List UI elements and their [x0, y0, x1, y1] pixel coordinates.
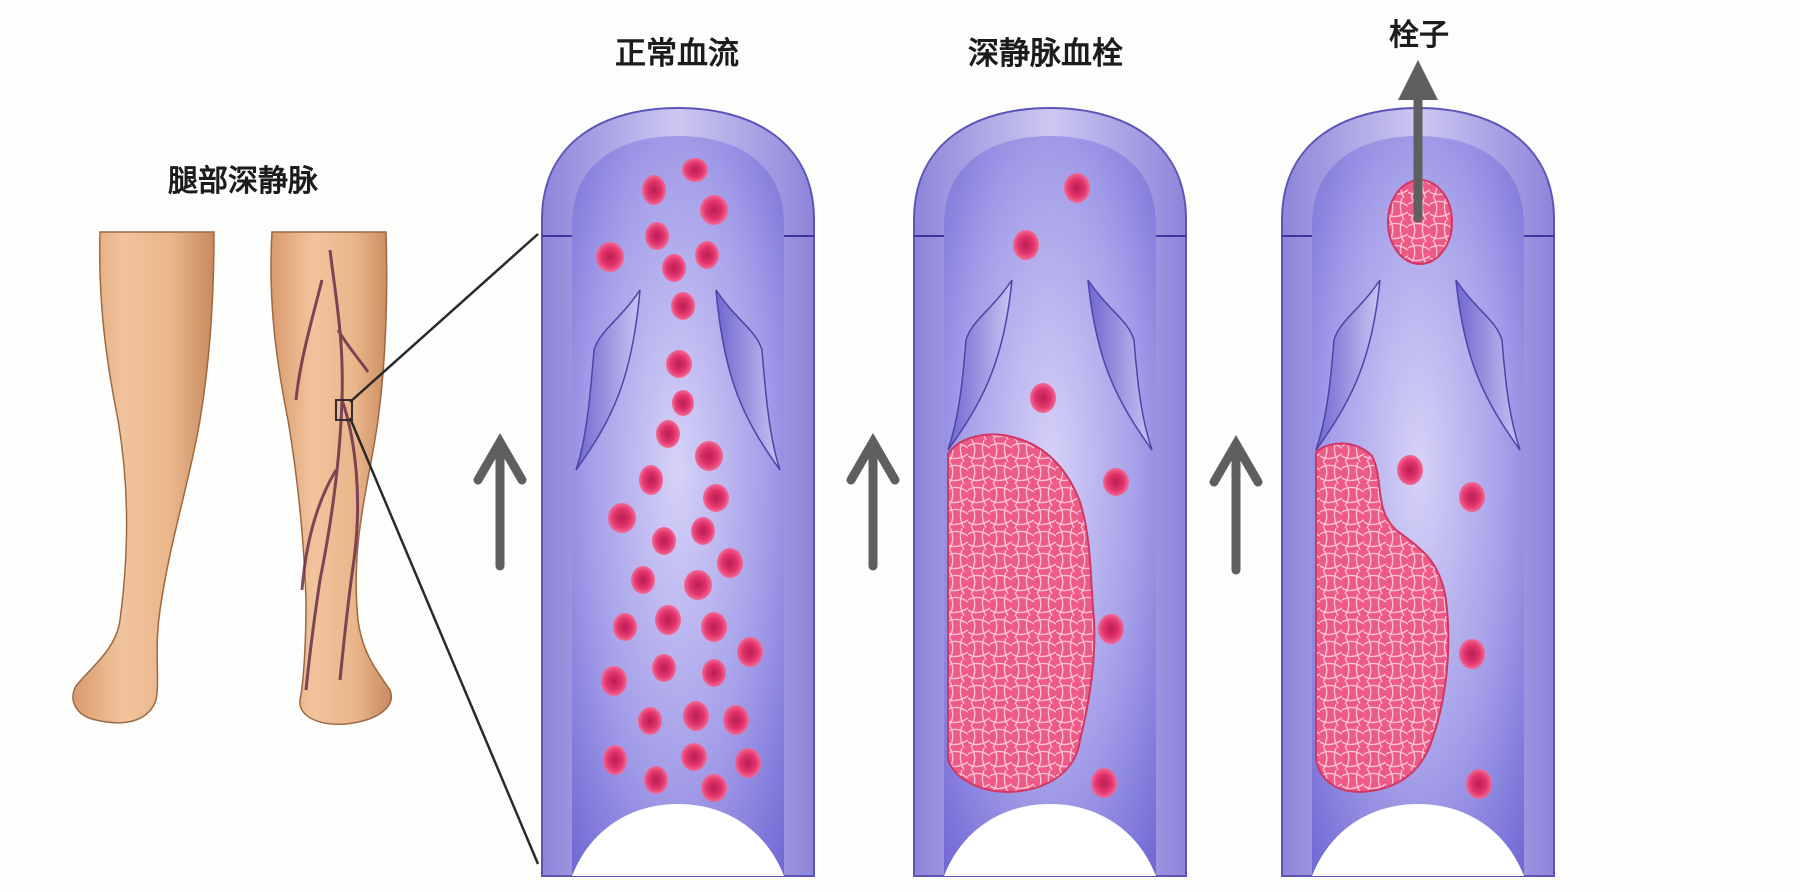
flow-arrows	[473, 433, 1263, 575]
flow-arrow-1-icon	[473, 433, 527, 571]
vessel-dvt	[913, 106, 1187, 877]
valve-left-flap	[575, 289, 641, 471]
flow-arrow-2-icon	[846, 433, 900, 571]
label-leg-deep-vein: 腿部深静脉	[168, 164, 318, 199]
vessel-embolus	[1281, 106, 1555, 877]
thrombus-clot	[947, 433, 1096, 794]
label-normal-flow: 正常血流	[615, 36, 739, 72]
red-blood-cells	[1397, 455, 1492, 799]
valve-left-flap	[947, 279, 1013, 451]
valve-right-flap	[1087, 279, 1153, 451]
zoom-region-marker	[335, 399, 353, 421]
valve-left-flap	[1315, 279, 1381, 451]
embolus-arrow-icon	[1398, 60, 1438, 223]
legs-illustration	[72, 231, 392, 725]
red-blood-cells	[1013, 173, 1129, 798]
leg-veins	[294, 249, 370, 691]
remaining-thrombus	[1315, 442, 1450, 794]
flow-arrow-3-icon	[1209, 435, 1263, 575]
left-leg	[72, 231, 215, 724]
vessel-normal-flow	[541, 106, 815, 877]
valve-right-flap	[1455, 279, 1521, 451]
label-deep-vein-thrombosis: 深静脉血栓	[968, 36, 1123, 72]
label-embolus: 栓子	[1389, 18, 1449, 53]
zoom-connector	[348, 233, 540, 865]
red-blood-cells	[596, 158, 763, 802]
valve-right-flap	[715, 289, 781, 471]
